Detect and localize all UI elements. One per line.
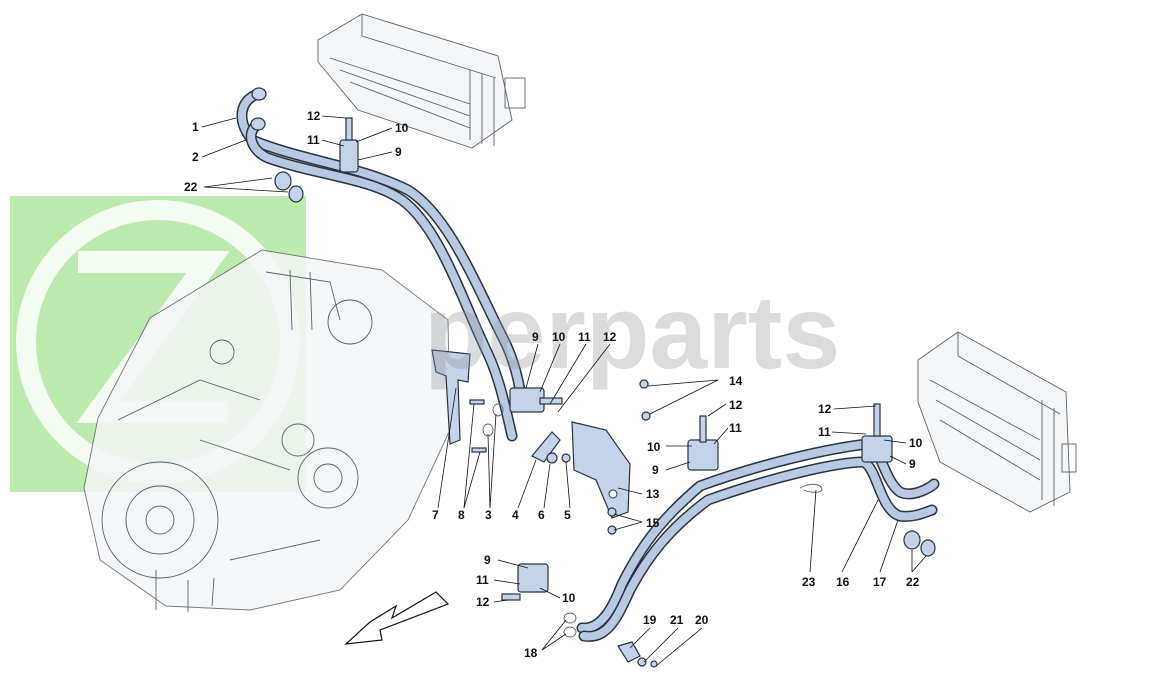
callout-22-top: 22 [184, 180, 198, 194]
stud-8a [469, 399, 485, 405]
callout-23: 23 [802, 575, 816, 589]
clamp-upper [339, 117, 359, 173]
watermark-text: perparts [424, 275, 840, 391]
pipe-2-end-fitting [250, 117, 266, 131]
callout-15: 15 [646, 516, 660, 530]
callout-17: 17 [873, 575, 887, 589]
bracket-7 [431, 349, 471, 445]
bracket-13 [571, 421, 631, 519]
callout-11-right: 11 [818, 425, 831, 439]
bolt-5 [561, 453, 571, 463]
plate-19 [617, 641, 641, 663]
callout-labels: 1 2 22 12 11 10 9 9 10 11 12 14 12 11 10… [184, 109, 923, 660]
callout-10-mid: 10 [647, 440, 661, 454]
callout-9-right: 9 [909, 457, 916, 471]
clamp-right [861, 403, 893, 463]
callout-4: 4 [512, 508, 519, 522]
callout-3: 3 [485, 508, 492, 522]
callout-10-lower: 10 [562, 591, 576, 605]
grommet-22d [920, 539, 936, 557]
oil-cooler-right [917, 331, 1077, 513]
callout-8: 8 [458, 508, 465, 522]
callout-1: 1 [192, 120, 199, 134]
grommet-22b [288, 185, 304, 203]
callout-14: 14 [729, 374, 743, 388]
callout-22-bottom: 22 [906, 575, 920, 589]
callout-5: 5 [564, 508, 571, 522]
callout-12-center: 12 [603, 330, 617, 344]
bolt-14b [641, 411, 651, 421]
washer-21 [637, 657, 647, 667]
callout-10-right: 10 [909, 436, 923, 450]
callout-9-mid: 9 [652, 463, 659, 477]
callout-9-center: 9 [532, 330, 539, 344]
callout-11-center: 11 [578, 330, 591, 344]
stud-8b [471, 447, 487, 453]
clamp-center [509, 387, 563, 413]
gearbox-housing [83, 249, 451, 612]
callout-12-lower: 12 [476, 595, 490, 609]
callout-19: 19 [643, 613, 657, 627]
washer-6 [546, 452, 558, 464]
callout-6: 6 [538, 508, 545, 522]
grommet-22a [274, 171, 292, 191]
callout-20: 20 [695, 613, 709, 627]
nut-15b [607, 525, 617, 535]
callout-11-lower: 11 [476, 573, 489, 587]
callout-13: 13 [646, 487, 660, 501]
callout-21: 21 [670, 613, 684, 627]
o-ring-3a [492, 403, 504, 417]
callout-12-top: 12 [307, 109, 321, 123]
o-ring-18b [563, 626, 577, 638]
pipe-16 [576, 438, 940, 634]
callout-10-top: 10 [395, 121, 409, 135]
o-ring-18a [563, 612, 577, 624]
front-direction-arrow [344, 591, 450, 645]
callout-7: 7 [432, 508, 439, 522]
clip-23 [799, 483, 823, 493]
callout-2: 2 [192, 150, 199, 164]
bolt-14a [639, 379, 649, 389]
leader-lines [201, 115, 927, 667]
callout-11-top: 11 [307, 133, 320, 147]
nut-15a [607, 507, 617, 517]
pipe-1-end-fitting [251, 87, 267, 101]
callout-16: 16 [836, 575, 850, 589]
grommet-22c [903, 530, 921, 550]
bracket-4 [531, 431, 561, 463]
bolt-20 [650, 660, 658, 668]
callout-11-mid: 11 [729, 421, 742, 435]
callout-9-lower: 9 [484, 553, 491, 567]
callout-12-right: 12 [818, 402, 832, 416]
clamp-mid [687, 415, 719, 471]
clamp-lower [501, 563, 549, 601]
callout-10-center: 10 [552, 330, 566, 344]
callout-12-mid: 12 [729, 398, 743, 412]
callout-18: 18 [524, 646, 538, 660]
oil-cooler-top [317, 13, 526, 149]
callout-9-top: 9 [395, 145, 402, 159]
